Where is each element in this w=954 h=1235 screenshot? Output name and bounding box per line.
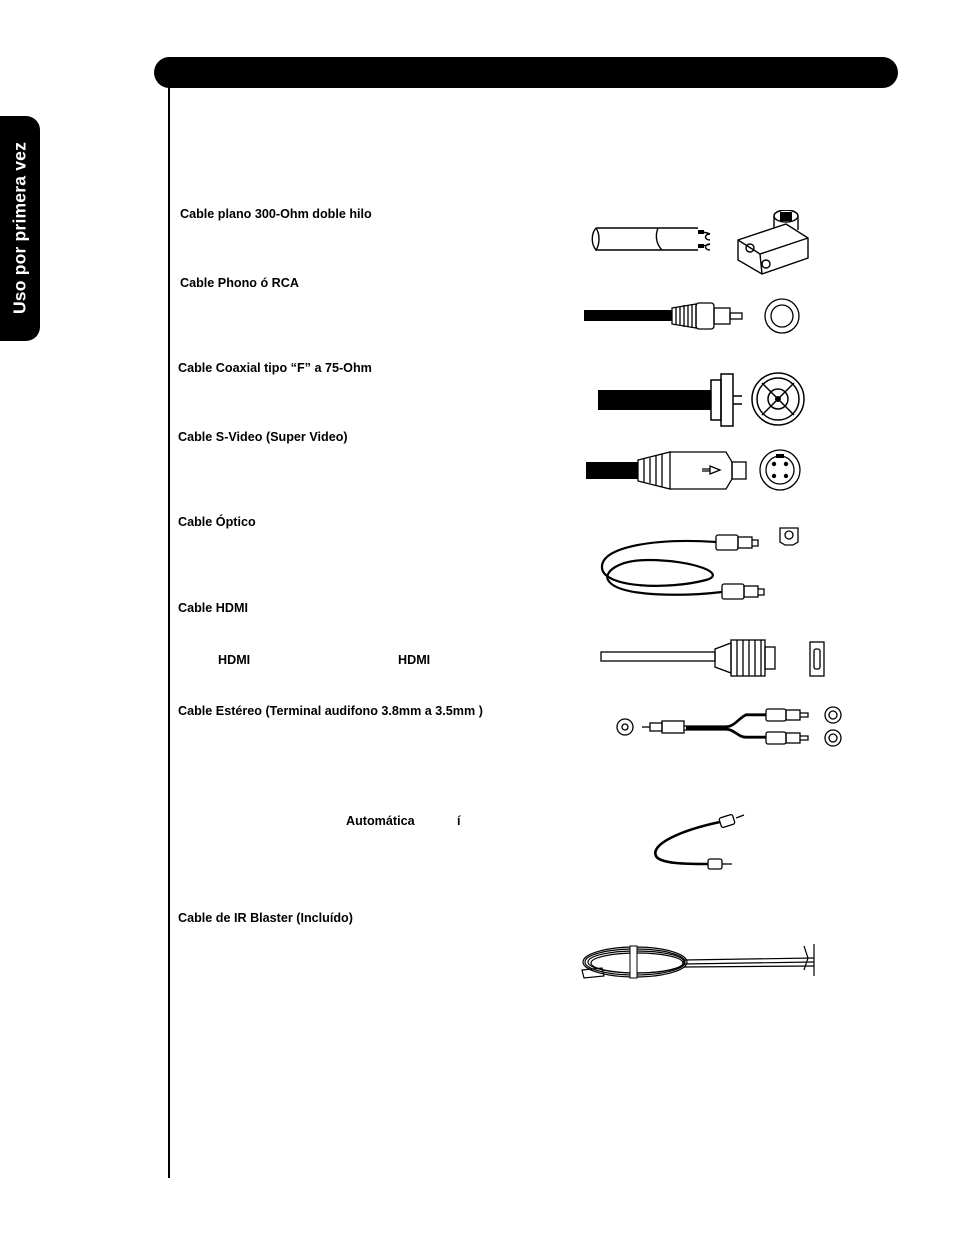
side-tab-label: Uso por primera vez (9, 141, 30, 315)
cable-label-hdmi: Cable HDMI (178, 601, 248, 615)
i-accent-fragment: í (457, 814, 461, 828)
svideo-cable-icon (586, 449, 801, 491)
coaxial-cable-icon (598, 372, 805, 427)
stereo-cable-icon (616, 706, 842, 747)
optical-cable-icon (600, 527, 799, 600)
cable-label-stereo: Cable Estéreo (Terminal audifono 3.8mm a… (178, 704, 483, 718)
cable-label-twin-lead: Cable plano 300-Ohm doble hilo (180, 207, 372, 221)
twin-lead-cable-icon (591, 210, 809, 275)
cable-label-coaxial: Cable Coaxial tipo “F” a 75-Ohm (178, 361, 372, 375)
short-rca-cable-icon (654, 813, 745, 870)
cable-label-rca: Cable Phono ó RCA (180, 276, 299, 290)
hdmi-fragment-right: HDMI (398, 653, 431, 667)
cable-label-ir-blaster: Cable de IR Blaster (Incluído) (178, 911, 353, 925)
automatica-fragment: Automática (346, 814, 415, 828)
ir-blaster-cable-icon (581, 944, 815, 979)
margin-rule (168, 88, 170, 1178)
section-header-bar (154, 57, 898, 88)
cable-label-optical: Cable Óptico (178, 515, 256, 529)
cable-label-svideo: Cable S-Video (Super Video) (178, 430, 348, 444)
rca-cable-icon (584, 298, 800, 334)
hdmi-cable-icon (600, 639, 825, 677)
hdmi-fragment-left: HDMI (218, 653, 251, 667)
side-tab (0, 116, 40, 341)
